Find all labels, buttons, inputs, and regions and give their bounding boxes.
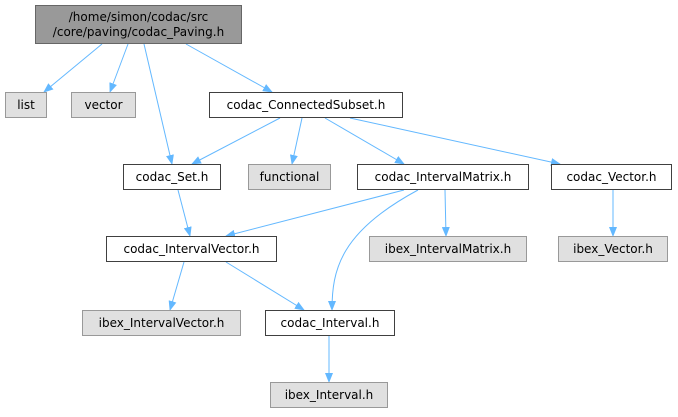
edge-root-to-list: [43, 43, 103, 93]
node-codac-connectedsubset[interactable]: codac_ConnectedSubset.h: [209, 92, 403, 118]
node-codac-set[interactable]: codac_Set.h: [123, 164, 221, 190]
edge-connected-subset-to-functional: [290, 117, 303, 165]
edge-interval-matrix-to-interval-vector: [225, 189, 405, 238]
edge-interval-matrix-to-interval: [328, 189, 419, 311]
edge-connected-subset-to-set: [191, 117, 281, 165]
node-codac-intervalmatrix[interactable]: codac_IntervalMatrix.h: [357, 164, 529, 190]
root-path-line2: /core/paving/codac_Paving.h: [52, 24, 225, 39]
node-codac-vector[interactable]: codac_Vector.h: [551, 164, 672, 190]
edge-set-to-interval-vector: [177, 189, 192, 237]
node-root-codac-paving: /home/simon/codac/src /core/paving/codac…: [35, 5, 242, 44]
edge-interval-vector-to-interval: [225, 261, 305, 311]
edge-interval-vector-to-ibex-interval-vector: [168, 261, 185, 311]
node-ibex-interval: ibex_Interval.h: [270, 382, 388, 408]
node-codac-intervalvector[interactable]: codac_IntervalVector.h: [106, 236, 277, 262]
node-ibex-vector: ibex_Vector.h: [558, 236, 668, 262]
edge-interval-matrix-to-ibex-interval-matrix: [441, 189, 450, 237]
edge-root-to-set: [143, 43, 174, 165]
edge-connected-subset-to-interval-matrix: [324, 117, 405, 165]
node-codac-interval[interactable]: codac_Interval.h: [265, 310, 395, 336]
edge-connected-subset-to-vector-h: [349, 117, 561, 166]
node-vector: vector: [71, 92, 136, 118]
node-ibex-intervalvector: ibex_IntervalVector.h: [82, 310, 241, 336]
edge-root-to-connected-subset: [185, 43, 273, 93]
node-list: list: [5, 92, 47, 118]
root-path-line1: /home/simon/codac/src: [68, 9, 209, 24]
edge-root-to-vector: [109, 43, 129, 93]
node-functional: functional: [248, 164, 331, 190]
node-ibex-intervalmatrix: ibex_IntervalMatrix.h: [369, 236, 527, 262]
